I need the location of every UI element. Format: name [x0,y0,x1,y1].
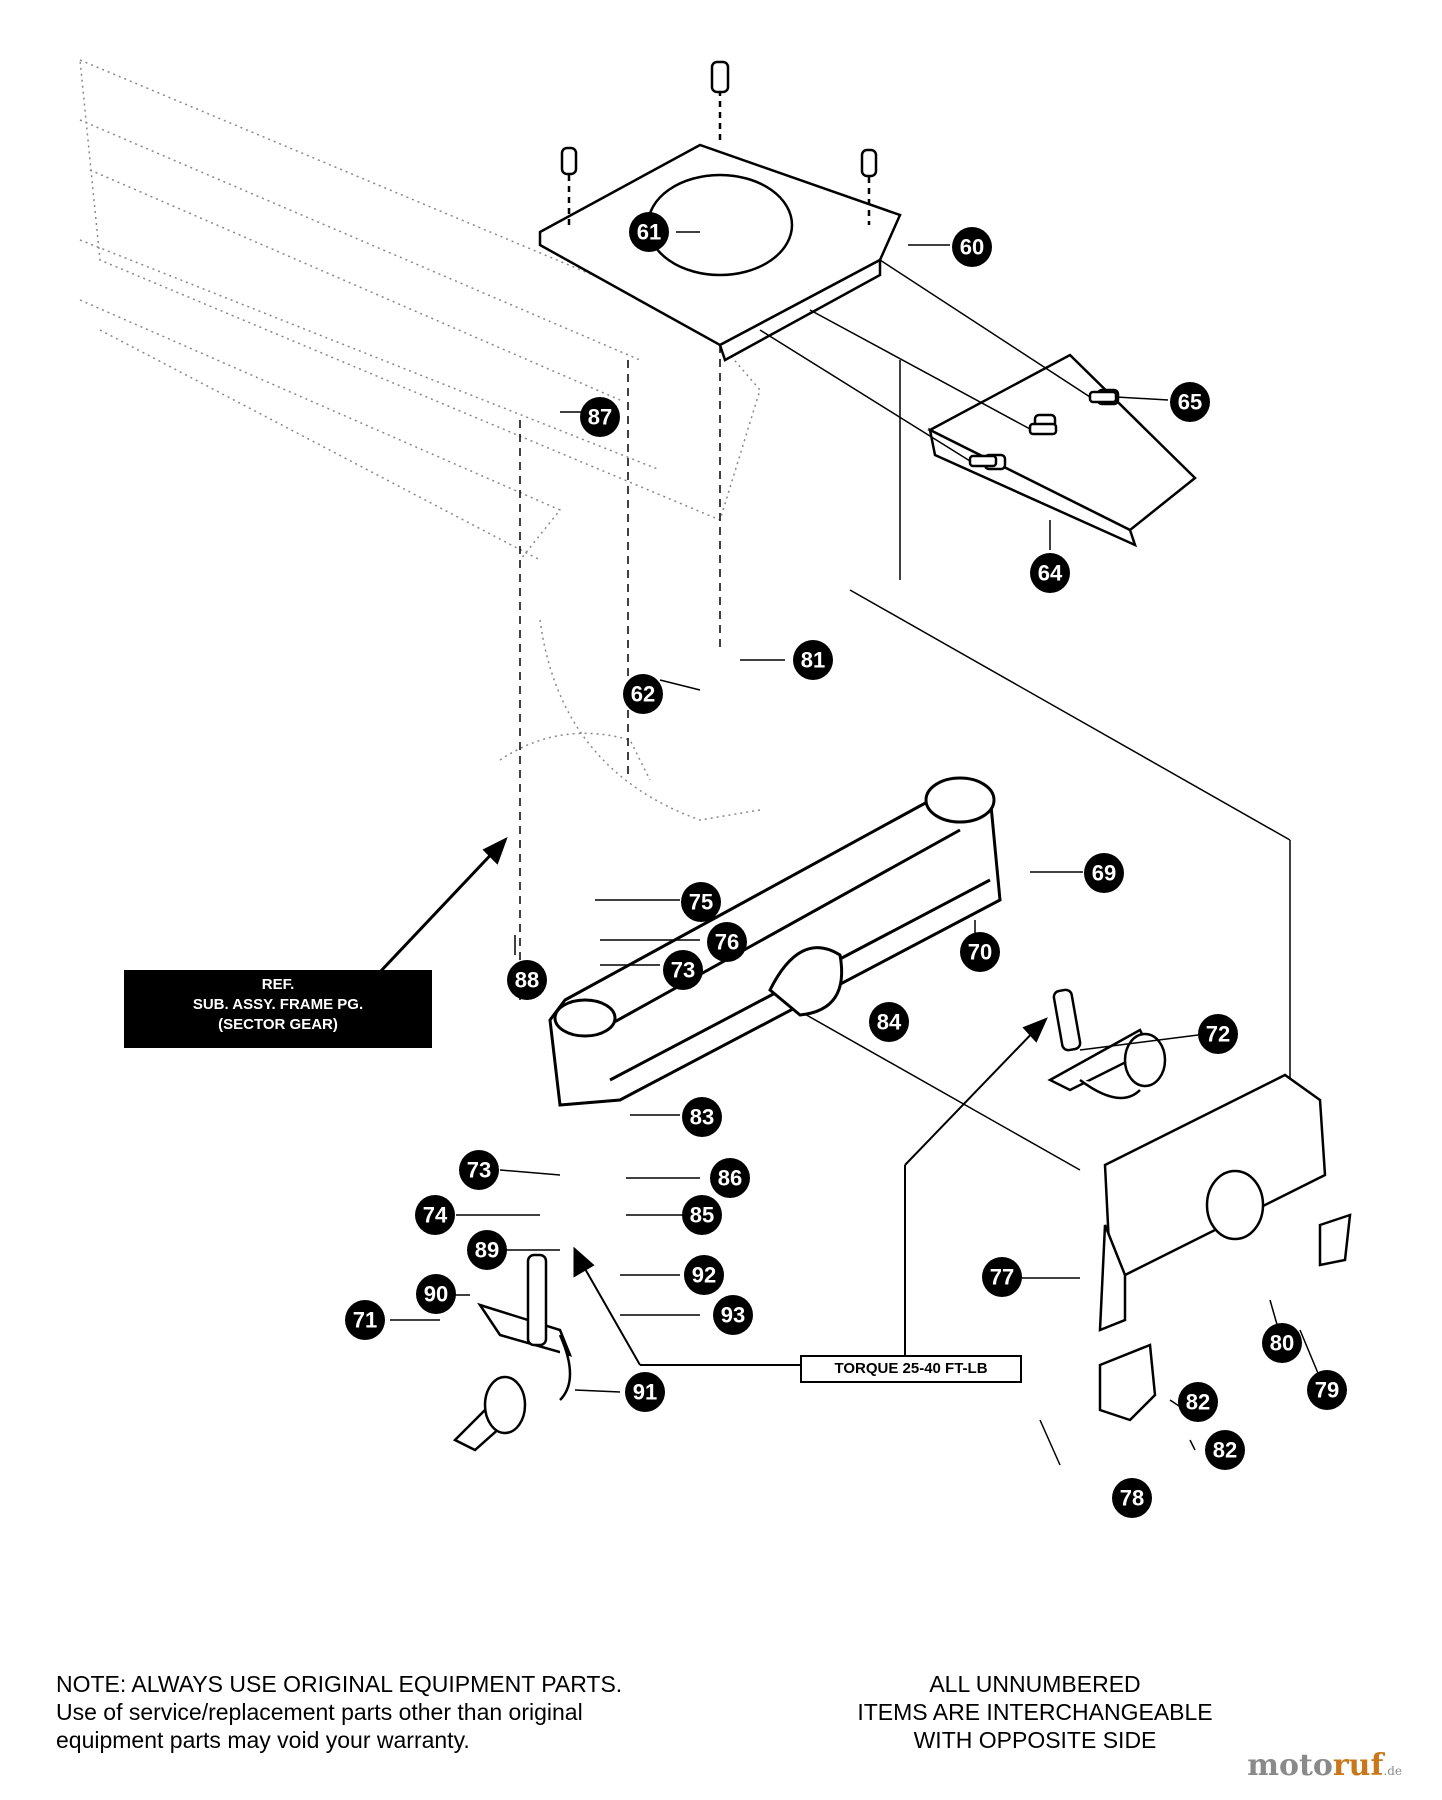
svg-text:86: 86 [718,1166,742,1191]
small-bracket [1098,1343,1157,1422]
mounting-plate [538,60,902,362]
callout-90: 90 [416,1274,456,1314]
torque-label: TORQUE 25-40 FT-LB [800,1355,1022,1383]
svg-text:82: 82 [1213,1438,1237,1463]
connector-lines [519,259,1291,1171]
callout-87: 87 [580,397,620,437]
ref-line-3: (SECTOR GEAR) [218,1016,338,1033]
ref-line-2: SUB. ASSY. FRAME PG. [192,996,364,1013]
svg-text:83: 83 [690,1105,714,1130]
callout-82-upper: 82 [1178,1382,1218,1422]
svg-text:77: 77 [990,1265,1014,1290]
callout-80: 80 [1262,1323,1302,1363]
svg-text:78: 78 [1120,1486,1144,1511]
callout-60: 60 [952,227,992,267]
note-line-1: NOTE: ALWAYS USE ORIGINAL EQUIPMENT PART… [56,1671,623,1697]
callout-61: 61 [629,212,669,252]
front-axle [548,776,1002,1107]
callout-65: 65 [1170,382,1210,422]
svg-text:69: 69 [1092,861,1116,886]
watermark-part-2: ruf [1332,1748,1384,1783]
watermark-part-1: moto [1247,1748,1333,1783]
svg-text:81: 81 [801,648,825,673]
callout-82-lower: 82 [1205,1430,1245,1470]
callout-78: 78 [1112,1478,1152,1518]
svg-text:93: 93 [721,1303,745,1328]
svg-text:76: 76 [715,930,739,955]
svg-text:71: 71 [353,1308,377,1333]
svg-text:88: 88 [515,968,539,993]
callout-81: 81 [793,640,833,680]
ref-line-1: REF. [261,976,295,993]
note-line-2: Use of service/replacement parts other t… [56,1699,583,1725]
callout-70: 70 [960,932,1000,972]
spindle-left [452,1253,573,1452]
ref-leader-arrow [378,836,1048,1366]
bolts-65 [968,390,1118,468]
svg-text:65: 65 [1178,390,1202,415]
callout-88: 88 [507,960,547,1000]
note-line-3: equipment parts may void your warranty. [56,1727,470,1753]
callout-83: 83 [682,1097,722,1137]
frame-reference-outline [79,58,761,821]
svg-text:74: 74 [423,1203,448,1228]
callout-73-upper: 73 [663,950,703,990]
leader-lines [390,231,1326,1466]
svg-text:87: 87 [588,405,612,430]
callout-86: 86 [710,1158,750,1198]
callout-72: 72 [1198,1014,1238,1054]
callout-71: 71 [345,1300,385,1340]
callout-93: 93 [713,1295,753,1335]
callout-84: 84 [869,1002,909,1042]
callout-76: 76 [707,922,747,962]
callout-77: 77 [982,1257,1022,1297]
svg-text:91: 91 [633,1380,657,1405]
interchangeable-note: ALL UNNUMBERED ITEMS ARE INTERCHANGEABLE… [800,1670,1270,1754]
callout-62: 62 [623,674,663,714]
svg-text:75: 75 [689,890,713,915]
svg-text:80: 80 [1270,1331,1294,1356]
svg-text:73: 73 [671,958,695,983]
svg-text:92: 92 [692,1263,716,1288]
svg-text:79: 79 [1315,1378,1339,1403]
callout-75: 75 [681,882,721,922]
svg-text:89: 89 [475,1238,499,1263]
side-note-line-3: WITH OPPOSITE SIDE [913,1727,1157,1753]
callout-85: 85 [682,1195,722,1235]
callout-64: 64 [1030,553,1070,593]
callout-89: 89 [467,1230,507,1270]
ref-sector-gear-label: REF. SUB. ASSY. FRAME PG. (SECTOR GEAR) [124,970,432,1048]
callout-91: 91 [625,1372,665,1412]
svg-text:62: 62 [631,682,655,707]
svg-text:61: 61 [637,220,661,245]
svg-text:64: 64 [1038,561,1063,586]
warranty-note: NOTE: ALWAYS USE ORIGINAL EQUIPMENT PART… [56,1670,756,1754]
callout-73-lower: 73 [459,1150,499,1190]
svg-text:82: 82 [1186,1390,1210,1415]
callout-92: 92 [684,1255,724,1295]
svg-text:90: 90 [424,1282,448,1307]
svg-text:60: 60 [960,235,984,260]
axle-mount-plate [1098,1073,1352,1332]
callout-74: 74 [415,1195,455,1235]
svg-text:70: 70 [968,940,992,965]
watermark-part-3: .de [1383,1764,1402,1778]
callout-79: 79 [1307,1370,1347,1410]
spindle-right [1047,988,1167,1100]
side-note-line-2: ITEMS ARE INTERCHANGEABLE [857,1699,1213,1725]
svg-text:72: 72 [1206,1022,1230,1047]
svg-text:73: 73 [467,1158,491,1183]
front-bracket [927,353,1197,548]
callout-69: 69 [1084,853,1124,893]
svg-text:84: 84 [877,1010,902,1035]
side-note-line-1: ALL UNNUMBERED [929,1671,1141,1697]
watermark-logo: motoruf.de [1247,1748,1402,1783]
svg-text:85: 85 [690,1203,714,1228]
